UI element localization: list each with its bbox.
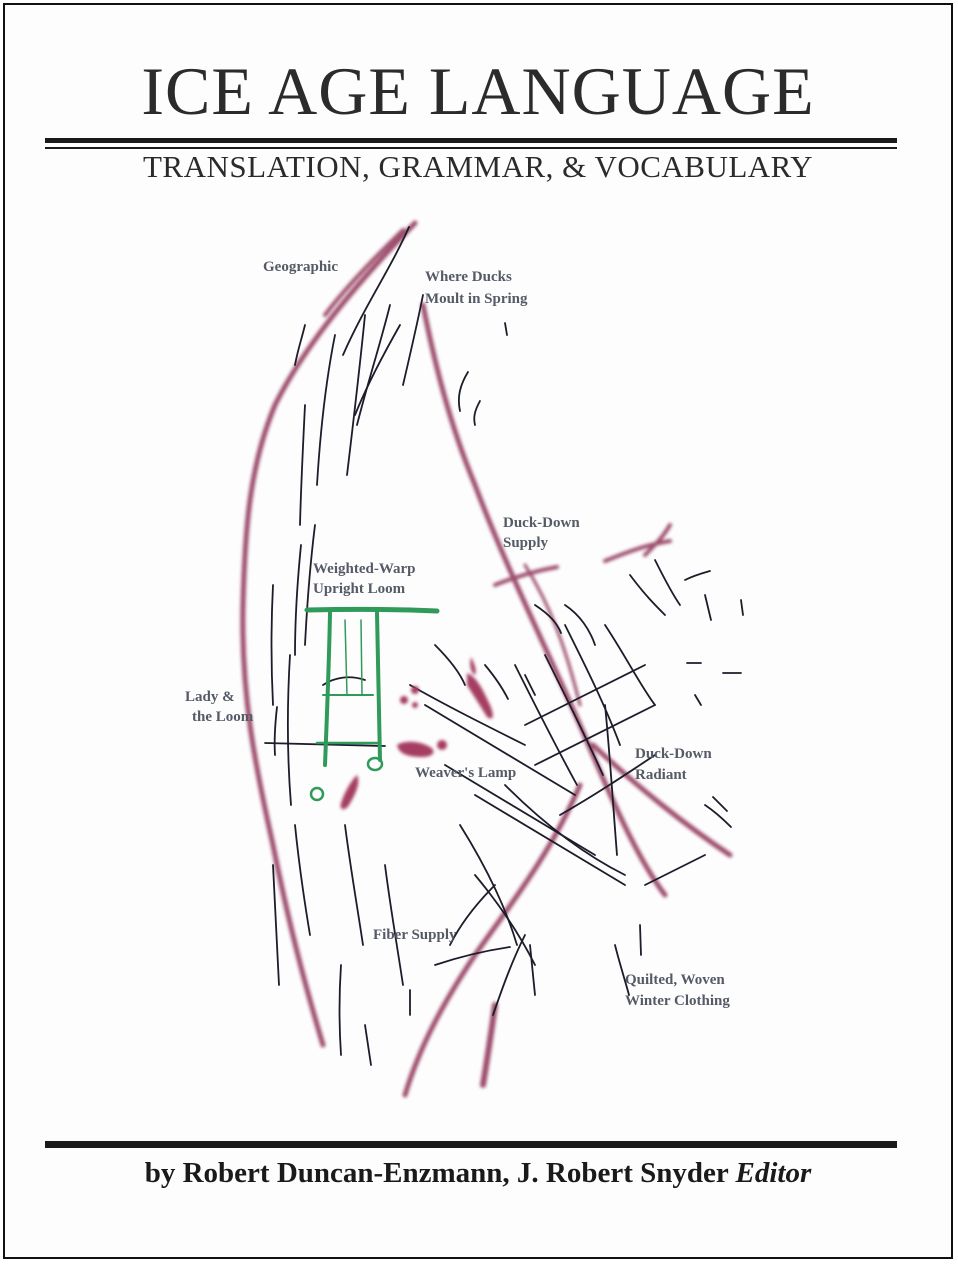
red-painted-marks — [340, 657, 493, 810]
label-lady-and: Lady & — [185, 689, 235, 705]
byline-rule — [45, 1141, 897, 1148]
label-duck-down-radiant-line2: Radiant — [635, 767, 687, 783]
byline: by Robert Duncan-Enzmann, J. Robert Snyd… — [5, 1157, 951, 1190]
label-moult-in-spring: Moult in Spring — [425, 291, 528, 307]
label-winter-clothing: Winter Clothing — [625, 993, 730, 1009]
label-weavers-lamp: Weaver's Lamp — [415, 765, 517, 781]
label-geographic: Geographic — [263, 259, 338, 275]
label-upright-loom: Upright Loom — [313, 581, 406, 597]
weighted-warp-loom-drawing — [304, 606, 440, 802]
label-the-loom: the Loom — [192, 709, 254, 725]
title-rule-thin — [45, 147, 897, 149]
cave-engraving-illustration — [240, 220, 744, 1098]
book-title: ICE AGE LANGUAGE — [141, 53, 815, 129]
label-quilted-woven: Quilted, Woven — [625, 972, 725, 988]
book-cover: ICE AGE LANGUAGE TRANSLATION, GRAMMAR, &… — [3, 3, 953, 1259]
label-duck-down-radiant-line1: Duck-Down — [635, 746, 712, 762]
label-weighted-warp: Weighted-Warp — [313, 561, 416, 577]
label-duck-down-supply-line2: Supply — [503, 535, 549, 551]
byline-authors: by Robert Duncan-Enzmann, J. Robert Snyd… — [144, 1157, 729, 1189]
label-duck-down-supply-line1: Duck-Down — [503, 515, 580, 531]
engraved-line-strokes — [264, 226, 744, 1066]
book-subtitle: TRANSLATION, GRAMMAR, & VOCABULARY — [142, 149, 814, 184]
label-where-ducks: Where Ducks — [425, 269, 512, 285]
byline-role: Editor — [735, 1157, 812, 1189]
title-rule-thick — [45, 138, 897, 143]
red-outline-strokes — [240, 220, 733, 1098]
label-fiber-supply: Fiber Supply — [373, 927, 457, 943]
